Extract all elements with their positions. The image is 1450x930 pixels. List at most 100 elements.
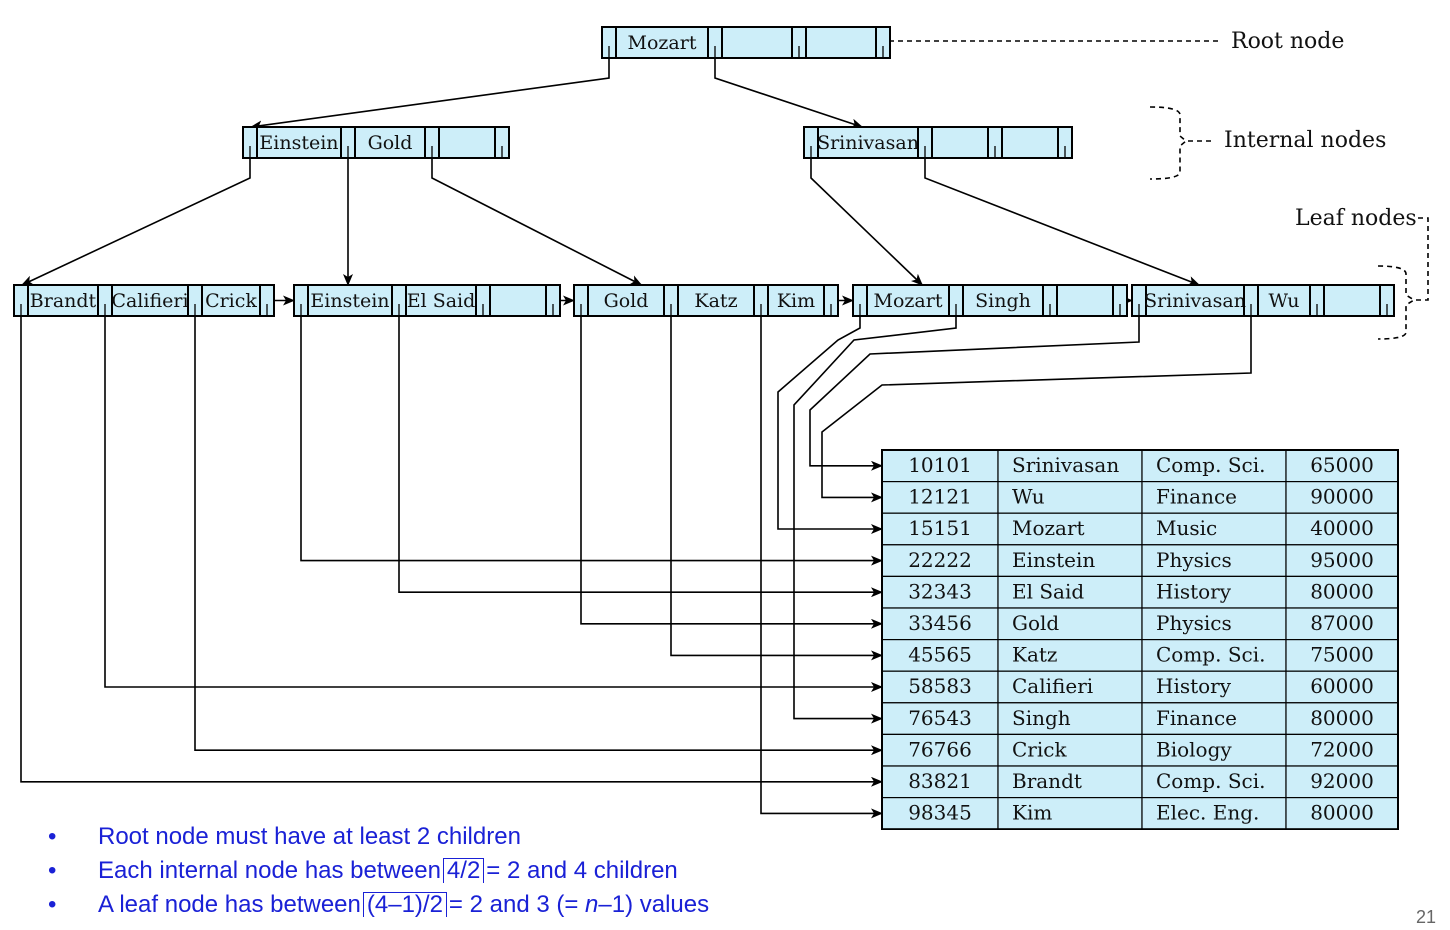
cell-text: 76543 [908,706,972,730]
ceiling-expression: (4–1)/2 [362,892,447,917]
cell-text: 65000 [1310,453,1374,477]
cell-text: Elec. Eng. [1156,801,1259,825]
table-cell [1285,481,1399,514]
node-key: Kim [777,290,815,312]
leaf-node: Mozart Singh [852,284,1128,317]
record-pointer [809,308,1140,471]
internal-node: Srinivasan [803,126,1073,159]
bullet-icon: • [48,823,57,850]
cell-text: 92000 [1310,769,1374,793]
table-cell [881,765,999,799]
node-key: Gold [368,132,413,154]
tree-edge [924,150,1201,286]
bullet-icon: • [48,857,57,884]
node-key: Mozart [628,32,697,54]
table-cell [997,512,1143,546]
table-cell [881,638,999,672]
leaf-brace [1377,265,1416,340]
slide-number: 21 [1415,907,1436,927]
cell-text: Finance [1156,706,1237,730]
table-cell [997,796,1143,830]
node-key: Gold [604,290,649,312]
bullet-icon: • [48,891,57,918]
table-cell [1285,544,1399,577]
cell-text: Music [1156,516,1217,540]
cell-text: 80000 [1310,706,1374,730]
node-key: Mozart [874,290,943,312]
record-pointer [760,308,883,819]
table-cell [1141,481,1287,514]
table-cell [1141,575,1287,609]
cell-text: 33456 [908,611,972,635]
tree-edge [21,150,251,286]
table-cell [881,607,999,641]
table-cell [881,796,999,830]
internal-node: Einstein Gold [242,126,510,159]
leaf-callout [1416,217,1429,301]
table-cell [997,575,1143,609]
record-pointer [20,308,883,787]
cell-text: Mozart [1012,516,1085,540]
root-node-label: Root node [1231,29,1344,54]
record-pointer [300,308,883,566]
bullet-text: Each internal node has between [98,857,441,884]
cell-text: 83821 [908,769,972,793]
record-pointer [777,308,883,534]
cell-text: Wu [1012,485,1045,509]
node-key: Einstein [259,132,338,154]
table-cell [881,702,999,735]
cell-text: Kim [1012,801,1052,825]
record-pointer [580,308,883,629]
tree-edge [714,50,864,129]
cell-text: Comp. Sci. [1156,769,1265,793]
cell-text: Biology [1156,737,1232,761]
node-key: Crick [205,290,257,312]
table-cell [1285,512,1399,546]
node-box [852,284,1128,317]
cell-text: Comp. Sci. [1156,453,1265,477]
node-box [573,284,839,317]
node-box [803,126,1073,159]
node-box [1131,284,1395,317]
leaf-nodes-label: Leaf nodes [1295,206,1417,231]
table-cell [997,638,1143,672]
cell-text: El Said [1012,579,1084,603]
cell-text: 58583 [908,674,972,698]
node-key: Wu [1269,290,1300,312]
cell-text: 22222 [908,548,972,572]
cell-text: History [1156,579,1232,603]
record-pointer [104,308,883,692]
cell-text: Comp. Sci. [1156,643,1265,667]
cell-text: 15151 [908,516,972,540]
cell-text: 45565 [908,643,972,667]
node-box [601,26,891,59]
cell-text: 90000 [1310,485,1374,509]
tree-edge [250,50,610,131]
bullet-root-rule: • Root node must have at least 2 children [48,820,709,854]
cell-text: 80000 [1310,801,1374,825]
record-pointer [793,308,957,724]
labels-layer: Root node Internal nodes Leaf nodes [1224,29,1417,231]
bullet-text-post: = 2 and 4 children [486,857,678,884]
table-cell [1285,796,1399,830]
bullet-text: Root node must have at least 2 children [98,823,521,850]
table-cell [1141,702,1287,735]
cell-text: Katz [1012,643,1057,667]
cell-text: Finance [1156,485,1237,509]
node-key: Singh [975,290,1031,312]
bullet-text-post: = 2 and 3 (= n–1) values [448,891,710,918]
edges-layer [20,36,1429,819]
cell-text: 60000 [1310,674,1374,698]
internal-brace [1149,106,1188,180]
